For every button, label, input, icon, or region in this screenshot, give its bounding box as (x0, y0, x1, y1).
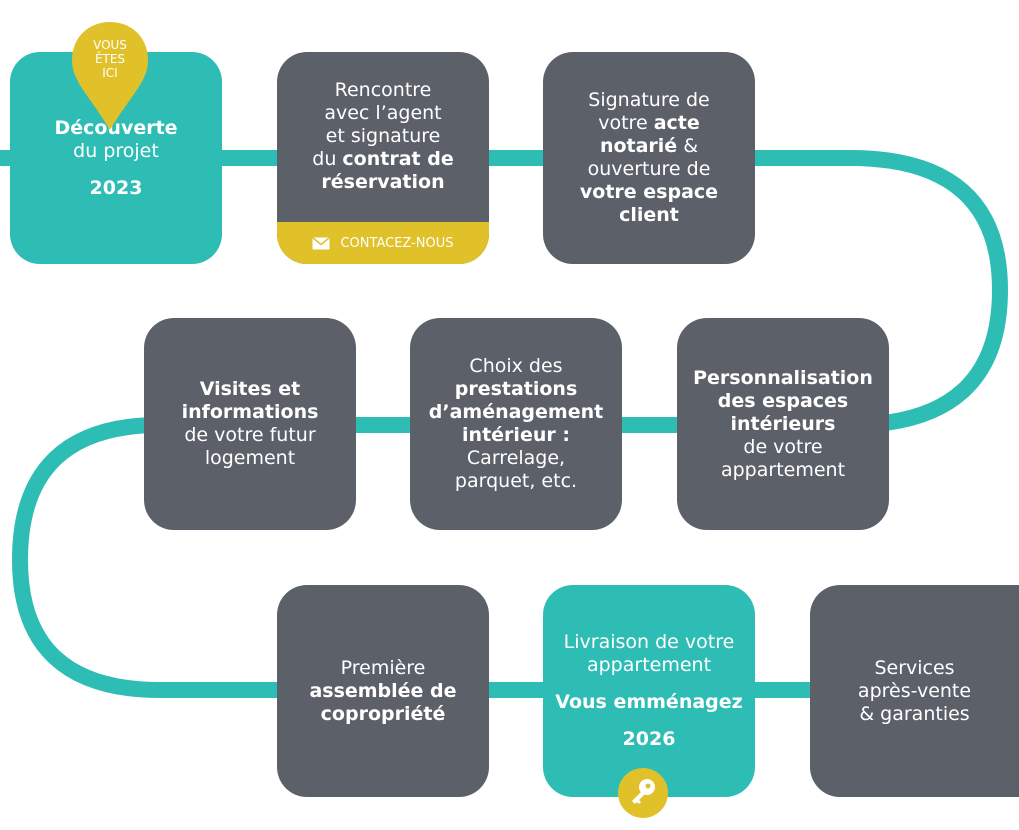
step-card-3: Signature de votre acte notarié & ouvert… (543, 52, 755, 264)
step-1-title: Découverte (54, 116, 178, 139)
step-card-5: Choix des prestations d’aménagement inté… (410, 318, 622, 530)
pin-label: VOUS ÊTES ICI (93, 38, 127, 80)
contact-button[interactable]: CONTACEZ-NOUS (277, 222, 489, 264)
step-card-8: Livraison de votre appartement Vous emmé… (543, 585, 755, 797)
key-icon (618, 768, 668, 818)
location-pin-icon (72, 22, 148, 130)
step-card-7: Première assemblée de copropriété (277, 585, 489, 797)
step-card-2: Rencontre avec l’agent et signature du c… (277, 52, 489, 264)
contact-label: CONTACEZ-NOUS (340, 235, 454, 251)
step-card-9: Services après-vente & garanties (810, 585, 1019, 797)
step-card-4: Visites et informations de votre futur l… (144, 318, 356, 530)
step-8-subtitle: Vous emménagez (555, 691, 743, 713)
step-1-year: 2023 (89, 176, 143, 199)
mail-icon (312, 236, 330, 249)
step-1-text: du projet (73, 139, 159, 162)
step-card-6: Personnalisation des espaces intérieurs … (677, 318, 889, 530)
step-8-year: 2026 (622, 728, 676, 750)
